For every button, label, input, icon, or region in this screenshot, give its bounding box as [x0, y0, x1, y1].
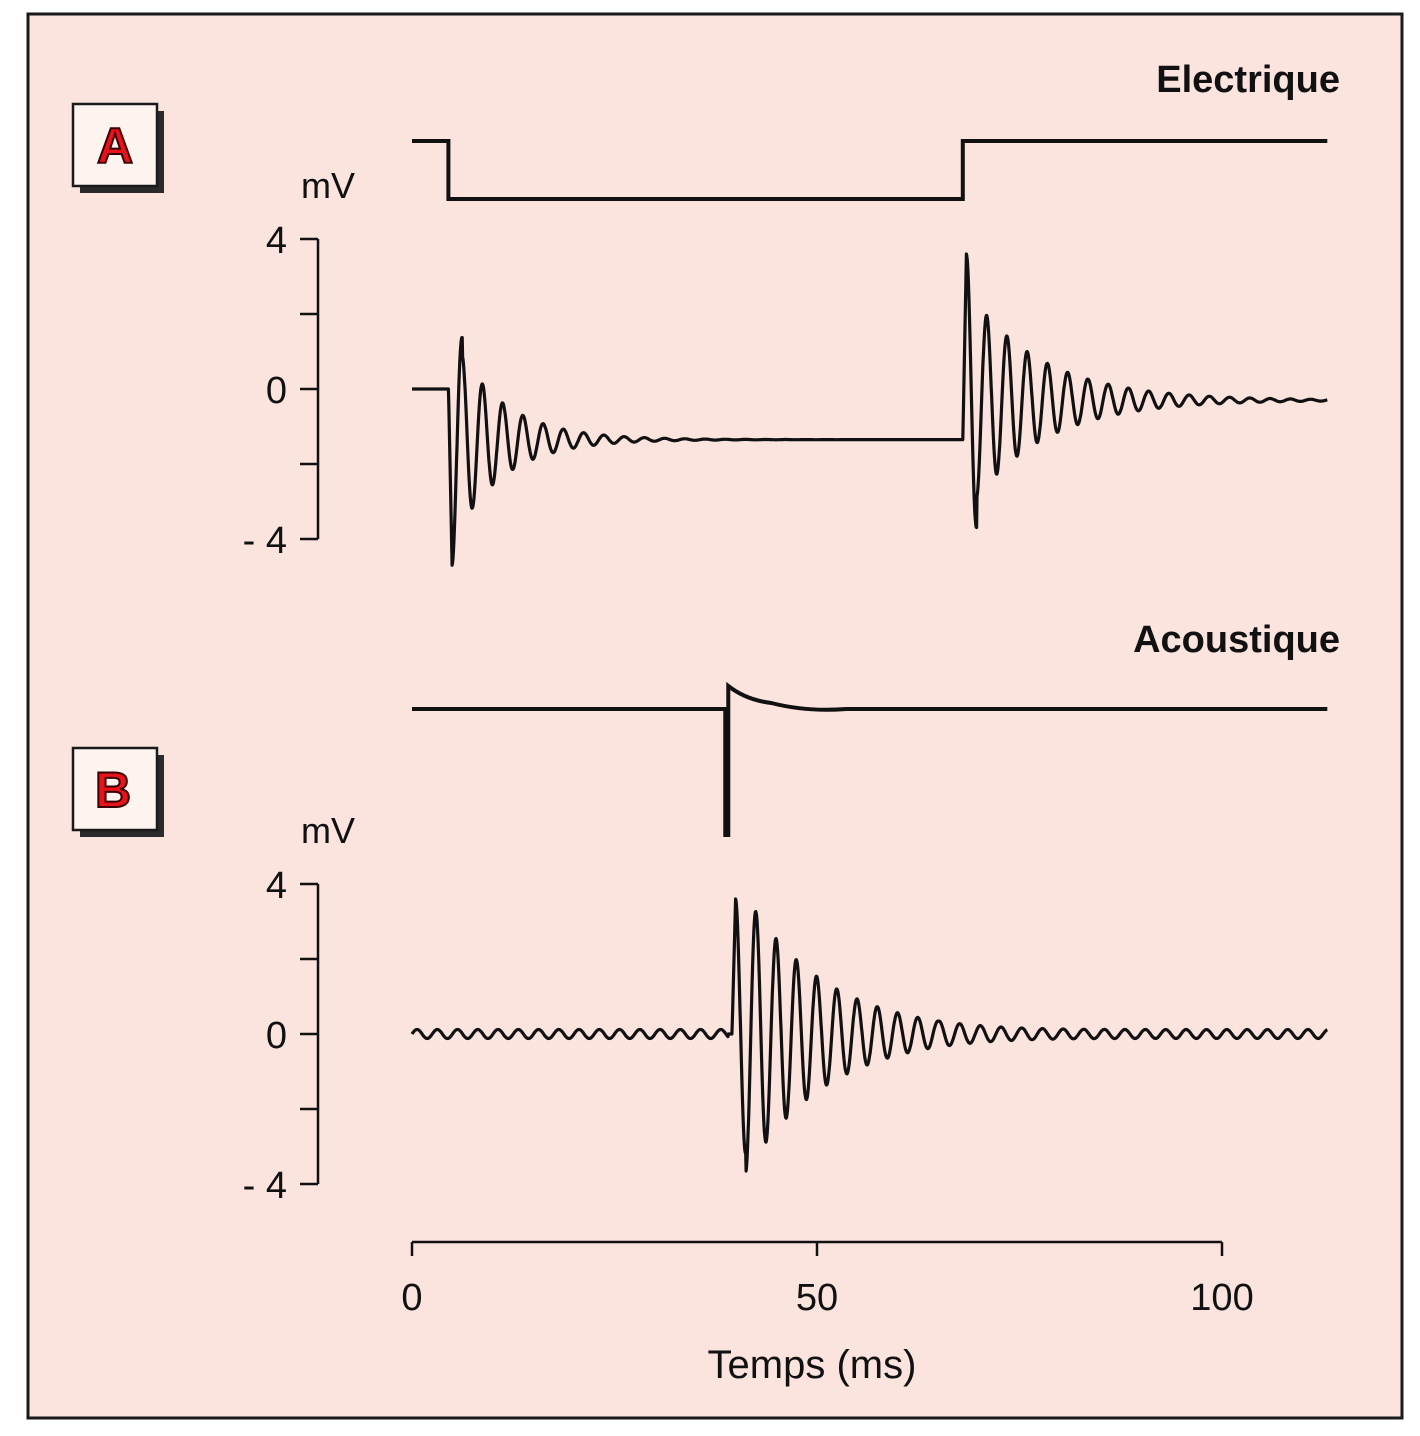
panel-a: A Electrique mV 4 0 - 4	[71, 59, 1340, 567]
panel-a-y-tick-label: 0	[266, 370, 287, 412]
panel-b-stimulus-trace	[412, 681, 1328, 837]
panel-b-response-trace	[410, 897, 1329, 1173]
panel-a-letter-box: A	[71, 102, 164, 193]
x-tick-label: 100	[1190, 1277, 1253, 1319]
panel-b: B Acoustique mV 4 0 - 4	[71, 619, 1340, 1207]
panel-b-y-tick-label: - 4	[243, 1165, 287, 1207]
panel-a-stimulus-trace	[412, 139, 1328, 201]
panel-b-letter-box: B	[71, 746, 164, 837]
time-x-axis: 0 50 100	[401, 1240, 1254, 1319]
panel-a-letter: A	[97, 118, 133, 174]
x-tick-label: 0	[401, 1277, 422, 1319]
x-tick-label: 50	[796, 1277, 838, 1319]
panel-b-stimulus-label: Acoustique	[1133, 619, 1340, 661]
panel-b-y-unit: mV	[301, 810, 355, 851]
panel-b-y-tick-label: 0	[266, 1015, 287, 1057]
x-axis-title: Temps (ms)	[708, 1343, 917, 1387]
panel-a-y-unit: mV	[301, 165, 355, 206]
panel-a-response-trace	[410, 252, 1329, 567]
panel-a-stimulus-label: Electrique	[1156, 59, 1340, 101]
panel-a-y-tick-label: - 4	[243, 520, 287, 562]
panel-a-y-tick-label: 4	[266, 220, 287, 262]
panel-b-y-axis: 4 0 - 4	[243, 865, 320, 1207]
panel-b-y-tick-label: 4	[266, 865, 287, 907]
panel-a-y-axis: 4 0 - 4	[243, 220, 320, 562]
panel-b-letter: B	[95, 762, 131, 818]
figure-frame	[26, 12, 1404, 1420]
